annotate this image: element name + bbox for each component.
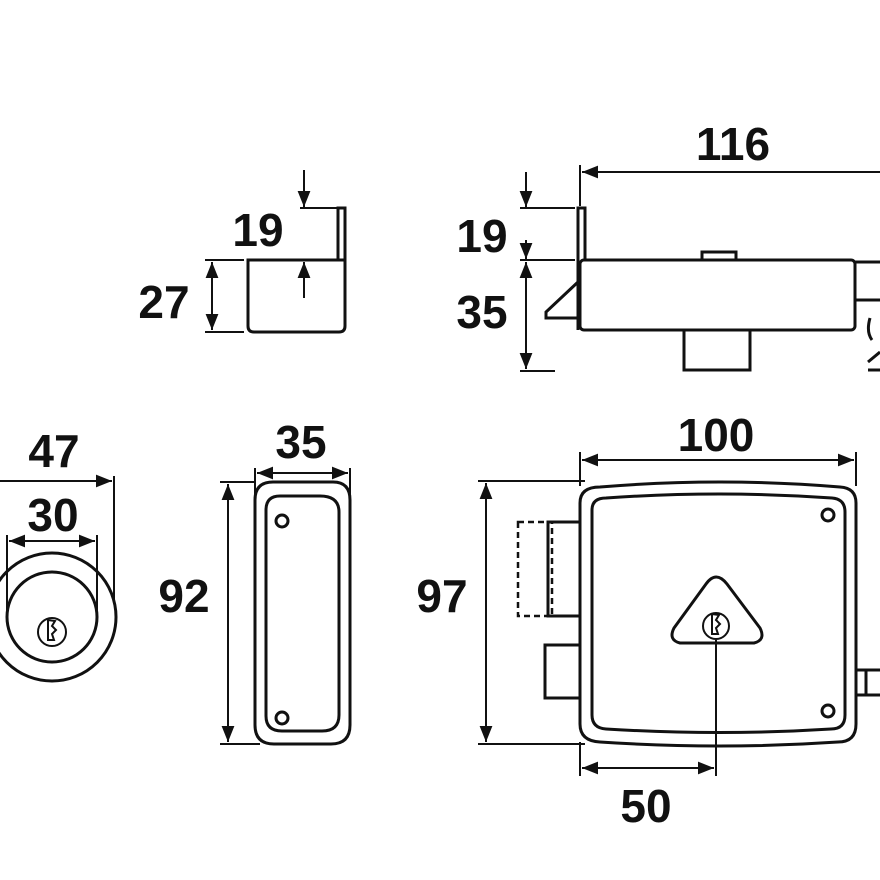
- lock-keyhole-icon: [702, 612, 730, 640]
- cap-height-label: 19: [232, 204, 283, 256]
- cap-view: 19 27: [138, 170, 347, 334]
- lock-dashed-latch: [516, 520, 554, 618]
- key-offset-label: 50: [620, 780, 671, 832]
- lock-right-bolt: [856, 668, 880, 697]
- cylinder-keyhole-icon: [37, 617, 67, 647]
- side-top-nub: [700, 250, 738, 262]
- lock-case-outer: [578, 480, 858, 748]
- cap-tab: [336, 206, 347, 260]
- side-view: 116 19 35: [456, 118, 880, 372]
- side-bolt: [855, 260, 880, 372]
- cylinder-outer-ring: [0, 551, 118, 683]
- lock-front-view: 100 97 50: [416, 409, 880, 832]
- lock-height-label: 97: [416, 570, 467, 622]
- cylinder-outer-label: 47: [28, 425, 79, 477]
- plate-outer: [253, 480, 352, 746]
- cap-body: [246, 258, 347, 334]
- lock-screw-bottom-right: [820, 703, 836, 719]
- lock-width-label: 100: [678, 409, 755, 461]
- lock-bolt-block: [543, 643, 582, 700]
- lock-case-inner: [590, 492, 847, 734]
- plate-height-label: 92: [158, 570, 209, 622]
- side-length-label: 116: [696, 118, 770, 170]
- plate-inner: [264, 494, 341, 733]
- side-depth-label: 35: [456, 286, 507, 338]
- side-projection-label: 19: [456, 210, 507, 262]
- plate-screw-top: [274, 513, 290, 529]
- side-bottom-block: [682, 328, 752, 372]
- cylinder-view: 47 30: [0, 425, 118, 683]
- cylinder-inner-ring: [5, 570, 99, 664]
- lock-key-escutcheon: [670, 575, 764, 645]
- side-latch: [544, 280, 580, 320]
- lock-screw-top-right: [820, 507, 836, 523]
- plate-screw-bottom: [274, 710, 290, 726]
- plate-width-label: 35: [275, 416, 326, 468]
- side-body: [578, 258, 857, 332]
- cylinder-inner-label: 30: [27, 489, 78, 541]
- side-flange: [576, 206, 587, 330]
- cap-depth-label: 27: [138, 276, 189, 328]
- plate-view: 35 92: [158, 416, 352, 746]
